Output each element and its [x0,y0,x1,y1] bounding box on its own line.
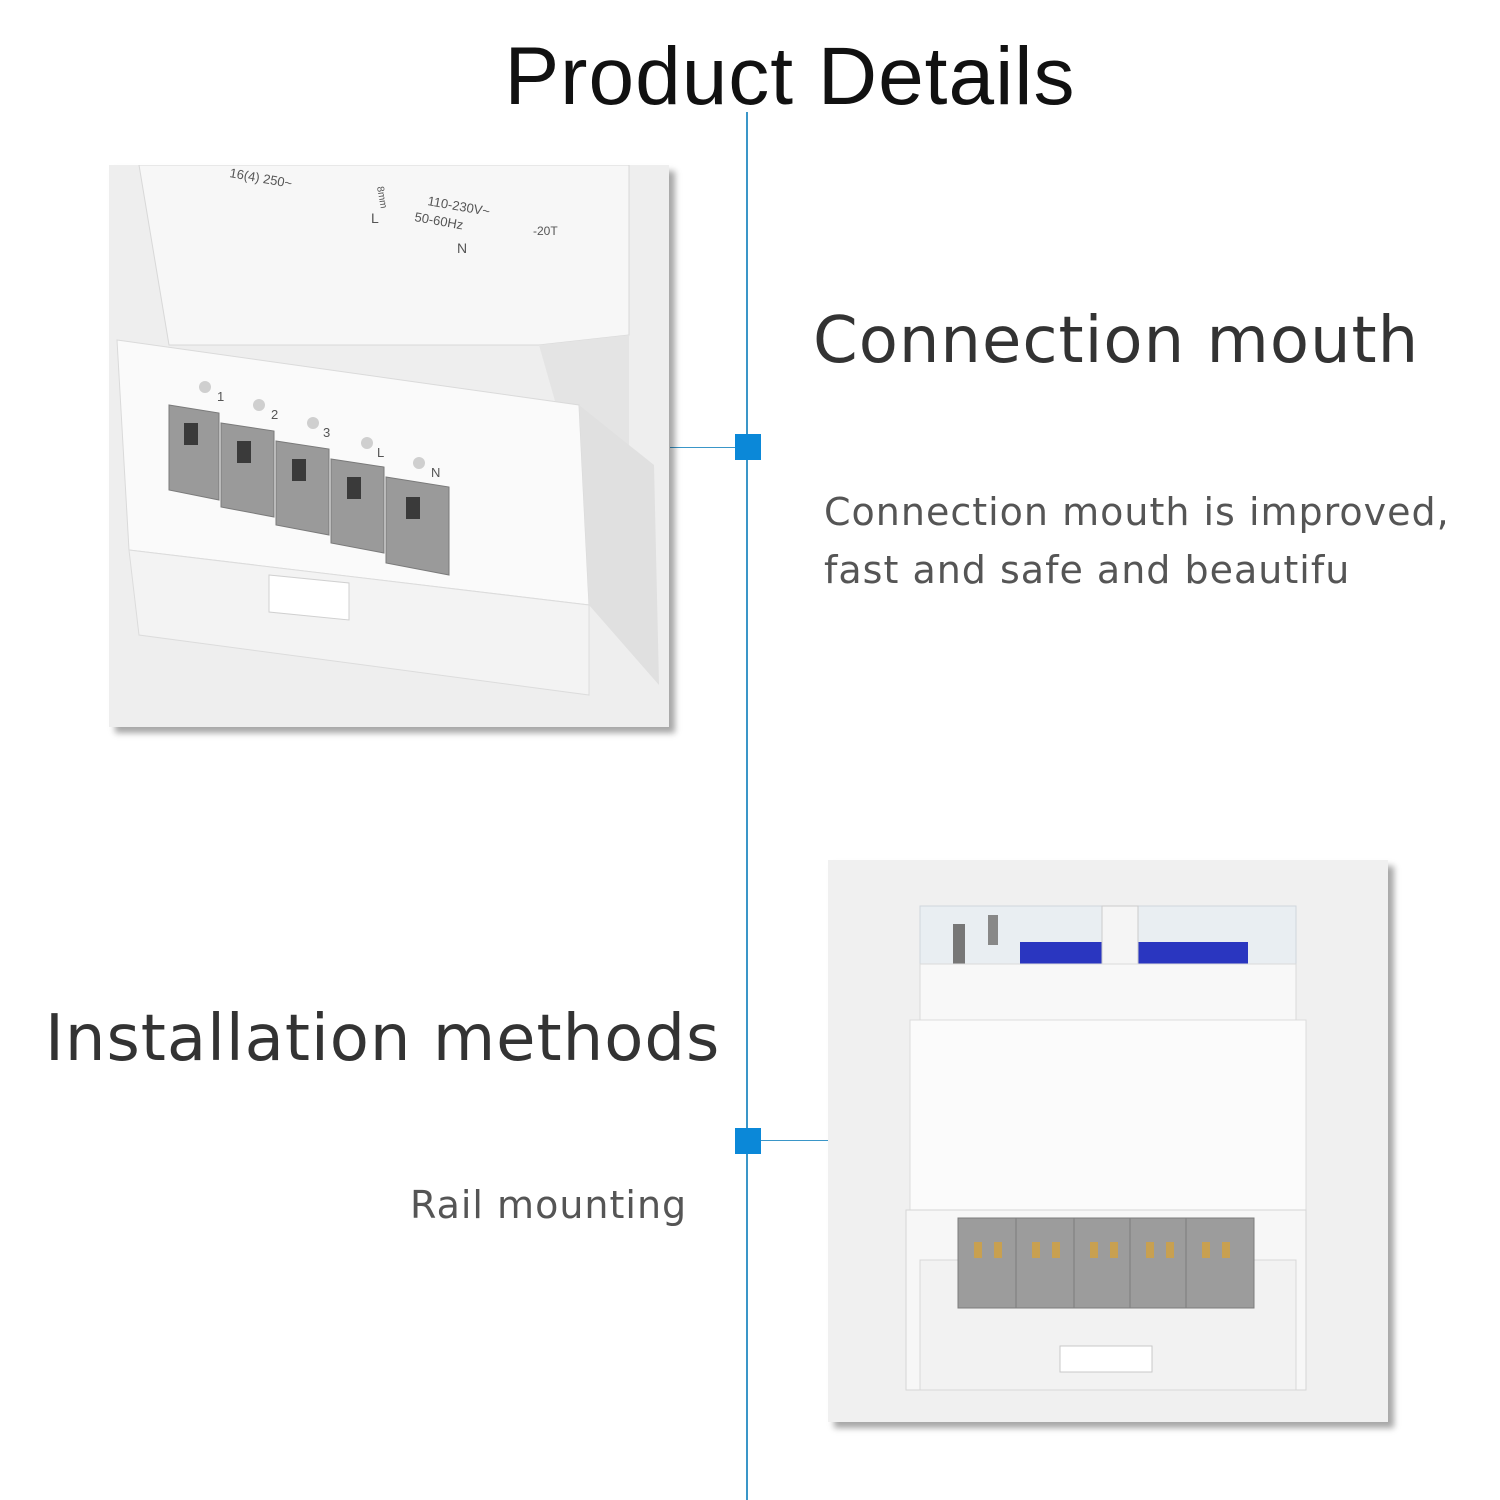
timeline-node-2 [735,1128,761,1154]
timeline-connector-2 [748,1140,828,1141]
terminal-label-3: 3 [323,425,330,440]
terminal-label-1: 1 [217,389,224,404]
terminal-label-n: N [431,465,440,480]
timeline-node-1 [735,434,761,460]
timeline-line [746,112,748,1500]
feature-title-connection: Connection mouth [813,304,1420,378]
page-title: Product Details [504,31,1076,122]
feature-desc-connection-line-1: Connection mouth is improved, [824,490,1450,534]
photo-rail-mount [828,860,1388,1422]
timeline-connector-1 [670,447,748,448]
terminal-screws [168,404,450,576]
feature-desc-installation: Rail mounting [410,1183,688,1227]
terminal-label-l: L [377,445,384,460]
line-label: L [371,210,379,226]
strip-length-text: 8mm [374,186,389,210]
neutral-label: N [457,240,467,256]
terminal-label-2: 2 [271,407,278,422]
feature-title-installation: Installation methods [45,1002,721,1076]
photo-terminal-block: 16(4) 250~ 110-230V~ 50-60Hz L N 8mm -20… [109,165,669,727]
feature-desc-connection-line-2: fast and safe and beautifu [824,548,1351,592]
model-suffix-text: -20T [533,224,558,238]
